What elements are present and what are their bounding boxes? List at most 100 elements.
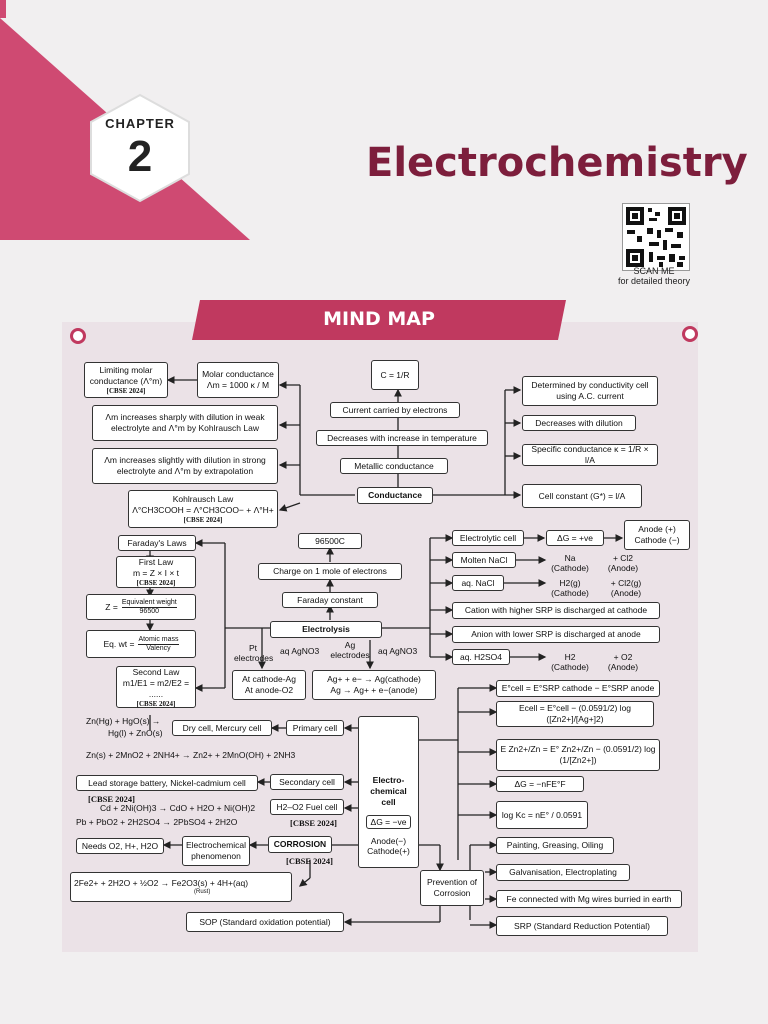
faradays-laws-box: Faraday's Laws bbox=[118, 535, 196, 551]
ag-electrodes-label: Ag electrodes bbox=[330, 640, 370, 660]
chapter-label: CHAPTER bbox=[105, 116, 175, 131]
eq-denominator: Valency bbox=[146, 644, 171, 652]
dg-formula-box: ΔG = −nFE°F bbox=[496, 776, 584, 792]
prevention-line1: Prevention of bbox=[426, 877, 478, 887]
cell-constant-box: Cell constant (G*) = l/A bbox=[522, 484, 642, 508]
electrolysis-center-box: Electrolysis bbox=[270, 621, 382, 638]
na-label: Na bbox=[564, 553, 576, 563]
cl2g-anode: (Anode) bbox=[610, 588, 642, 598]
page-title: Electrochemistry bbox=[366, 140, 748, 186]
second-law-cbse: [CBSE 2024] bbox=[136, 699, 176, 708]
chapter-number: 2 bbox=[127, 132, 153, 181]
o2-product: + O2 (Anode) bbox=[598, 652, 648, 672]
electrochemical-phenomenon-box: Electrochemical phenomenon bbox=[182, 836, 250, 866]
z-numerator: Equivalent weight bbox=[121, 598, 177, 608]
first-law-box: First Law m = Z × I × t [CBSE 2024] bbox=[116, 556, 196, 588]
c-formula-box: C = 1/R bbox=[371, 360, 419, 390]
determined-box: Determined by conductivity cell using A.… bbox=[522, 376, 658, 406]
sharp-line2: electrolyte and Λ°m by Kohlrausch Law bbox=[111, 423, 259, 433]
z-fraction: Equivalent weight 96500 bbox=[121, 598, 177, 616]
molar-label: Molar conductance bbox=[202, 369, 274, 379]
cl2g-label: + Cl2(g) bbox=[610, 578, 642, 588]
fuel-cbse: [CBSE 2024] bbox=[290, 818, 337, 828]
slight-line2: electrolyte and Λ°m by extrapolation bbox=[116, 466, 254, 476]
log-kc-box: log Kc = nE° / 0.0591 bbox=[496, 801, 588, 829]
rust-reaction: 2Fe2+ + 2H2O + ½O2 → Fe2O3(s) + 4H+(aq) bbox=[74, 878, 249, 888]
decor-dot-left bbox=[70, 328, 86, 344]
dg-positive-box: ΔG = +ve bbox=[546, 530, 604, 546]
z-formula-box: Z = Equivalent weight 96500 bbox=[86, 594, 196, 620]
e-cell-box: E°cell = E°SRP cathode − E°SRP anode bbox=[496, 680, 660, 697]
cl2g-product: + Cl2(g) (Anode) bbox=[598, 578, 654, 598]
aq-h2so4-box: aq. H2SO4 bbox=[452, 649, 510, 665]
first-law-label: First Law bbox=[138, 557, 174, 567]
lead-storage-box: Lead storage battery, Nickel-cadmium cel… bbox=[76, 775, 258, 791]
anode-cathode-box: Anode (+) Cathode (−) bbox=[624, 520, 690, 550]
h2-product: H2(g) (Cathode) bbox=[545, 578, 595, 598]
z-label: Z = bbox=[105, 601, 118, 612]
at-cathode-box: At cathode-Ag At anode-O2 bbox=[232, 670, 306, 700]
cation-srp-box: Cation with higher SRP is discharged at … bbox=[452, 602, 660, 619]
second-law-box: Second Law m1/E1 = m2/E2 = ...... [CBSE … bbox=[116, 666, 196, 708]
f96500-box: 96500C bbox=[298, 533, 362, 549]
cd-cbse: [CBSE 2024] bbox=[88, 794, 135, 804]
aq-nacl-box: aq. NaCl bbox=[452, 575, 504, 591]
rust-label: (Rust) bbox=[194, 889, 211, 895]
mind-map-banner bbox=[192, 300, 566, 340]
conductance-center-box: Conductance bbox=[357, 487, 433, 504]
specific-conductance-box: Specific conductance κ = 1/R × l/A bbox=[522, 444, 658, 466]
h2b-label: H2 bbox=[564, 652, 576, 662]
corrosion-cbse: [CBSE 2024] bbox=[286, 856, 333, 866]
decreases-dilution-box: Decreases with dilution bbox=[522, 415, 636, 431]
nernst-box: Ecell = E°cell − (0.0591/2) log ([Zn2+]/… bbox=[496, 701, 654, 727]
cell-label: Electro- chemical cell bbox=[370, 775, 407, 807]
chapter-badge: CHAPTER 2 bbox=[86, 92, 194, 204]
needs-box: Needs O2, H+, H2O bbox=[76, 838, 164, 854]
fe-mg-box: Fe connected with Mg wires burried in ea… bbox=[496, 890, 682, 908]
anion-srp-box: Anion with lower SRP is discharged at an… bbox=[452, 626, 660, 643]
corrosion-center-box: CORROSION bbox=[268, 836, 332, 853]
prevention-box: Prevention of Corrosion bbox=[420, 870, 484, 906]
prevention-line2: Corrosion bbox=[433, 888, 471, 898]
limiting-line2: conductance (Λ°m) bbox=[89, 376, 163, 386]
second-law-label: Second Law bbox=[132, 666, 180, 677]
eq-wt-box: Eq. wt = Atomic mass Valency bbox=[86, 630, 196, 658]
agno3-label-1: aq AgNO3 bbox=[280, 646, 320, 656]
anode-positive: Anode (+) bbox=[638, 524, 676, 534]
painting-box: Painting, Greasing, Oiling bbox=[496, 837, 614, 854]
cl2-product: + Cl2 (Anode) bbox=[598, 553, 648, 573]
na-product: Na (Cathode) bbox=[545, 553, 595, 573]
pb-reaction: Pb + PbO2 + 2H2SO4 → 2PbSO4 + 2H2O bbox=[76, 817, 238, 827]
molten-nacl-box: Molten NaCl bbox=[452, 552, 516, 568]
galvanisation-box: Galvanisation, Electroplating bbox=[496, 864, 630, 881]
cl2-anode: (Anode) bbox=[607, 563, 639, 573]
at-anode: At anode-O2 bbox=[244, 685, 294, 695]
cell-dg-box: ΔG = −ve bbox=[366, 815, 411, 829]
electrode-potential-box: E Zn2+/Zn = E° Zn2+/Zn − (0.0591/2) log … bbox=[496, 739, 660, 771]
dry-cell-box: Dry cell, Mercury cell bbox=[172, 720, 272, 736]
mind-map-heading: MIND MAP bbox=[323, 308, 435, 330]
agno3-label-2: aq AgNO3 bbox=[378, 646, 418, 656]
kohl-cbse: [CBSE 2024] bbox=[183, 516, 223, 524]
ag-rxn-cathode: Ag+ + e− → Ag(cathode) bbox=[327, 674, 421, 684]
qr-code-icon[interactable] bbox=[622, 203, 690, 271]
rust-reaction-box: 2Fe2+ + 2H2O + ½O2 → Fe2O3(s) + 4H+(aq) … bbox=[70, 872, 292, 902]
electrochemical-cell-center-box: Electro- chemical cell bbox=[358, 716, 419, 868]
pt-label: Pt bbox=[248, 643, 258, 653]
zn-hg-reaction-1: Zn(Hg) + HgO(s) → bbox=[86, 716, 161, 726]
zn-hg-reaction-2: Hg(l) + ZnO(s) bbox=[108, 728, 163, 738]
h2-label: H2(g) bbox=[559, 578, 581, 588]
sop-box: SOP (Standard oxidation potential) bbox=[186, 912, 344, 932]
pt-electrodes: electrodes bbox=[234, 653, 274, 663]
srp-box: SRP (Standard Reduction Potential) bbox=[496, 916, 668, 936]
eq-fraction: Atomic mass Valency bbox=[138, 636, 179, 653]
ag-label: Ag bbox=[344, 640, 356, 650]
cell-anode: Anode(−) bbox=[370, 836, 407, 846]
qr-caption-detail: for detailed theory bbox=[617, 276, 691, 286]
at-cathode: At cathode-Ag bbox=[242, 674, 296, 684]
molar-formula: Λm = 1000 κ / M bbox=[206, 380, 270, 390]
o2-anode: (Anode) bbox=[607, 662, 639, 672]
pt-electrodes-label: Pt electrodes bbox=[234, 643, 274, 663]
